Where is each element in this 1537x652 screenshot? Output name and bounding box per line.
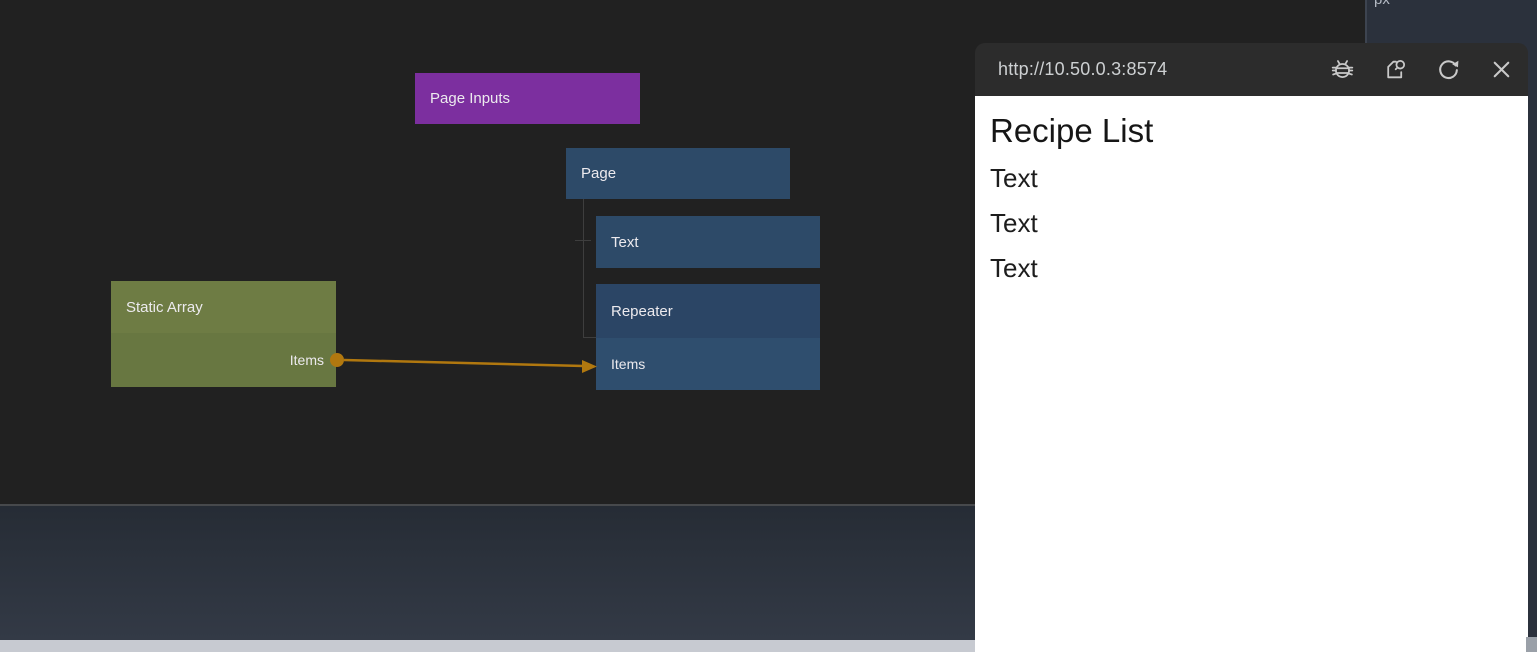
node-repeater-items-port[interactable]: Items	[596, 338, 820, 390]
node-static-array-label: Static Array	[126, 298, 203, 316]
refresh-icon[interactable]	[1436, 57, 1461, 82]
list-item: Text	[990, 208, 1038, 238]
node-static-array-items-label: Items	[289, 352, 324, 368]
node-repeater-items-label: Items	[611, 356, 646, 372]
connection-arrowhead	[582, 360, 597, 373]
inspect-icon[interactable]	[1383, 57, 1408, 82]
node-repeater-label: Repeater	[611, 302, 673, 320]
list-item: Text	[990, 163, 1038, 193]
px-unit-label: px	[1374, 0, 1390, 8]
node-text-label: Text	[611, 233, 639, 251]
node-repeater[interactable]: Repeater Items	[596, 284, 820, 390]
preview-browser-window: http://10.50.0.3:8574	[975, 43, 1528, 652]
browser-toolbar-icons	[1330, 57, 1514, 82]
node-text[interactable]: Text	[596, 216, 820, 268]
node-static-array[interactable]: Static Array Items	[111, 281, 336, 387]
bottom-divider	[0, 504, 1537, 506]
page-title: Recipe List	[990, 112, 1154, 149]
browser-viewport: Recipe List Text Text Text	[975, 96, 1528, 652]
tree-connector-tick	[575, 240, 591, 241]
node-page-inputs-label: Page Inputs	[430, 90, 511, 107]
close-icon[interactable]	[1489, 57, 1514, 82]
tree-connector-vertical	[583, 199, 584, 338]
node-page[interactable]: Page	[566, 148, 790, 199]
node-page-label: Page	[581, 165, 617, 182]
debug-icon[interactable]	[1330, 57, 1355, 82]
node-page-inputs[interactable]: Page Inputs	[415, 73, 640, 124]
node-static-array-items-port[interactable]: Items	[111, 333, 336, 387]
tree-connector-corner	[583, 337, 596, 338]
browser-toolbar: http://10.50.0.3:8574	[975, 43, 1528, 96]
scrollbar-thumb[interactable]	[1526, 637, 1537, 652]
list-item: Text	[990, 253, 1038, 283]
url-field[interactable]: http://10.50.0.3:8574	[998, 59, 1168, 79]
